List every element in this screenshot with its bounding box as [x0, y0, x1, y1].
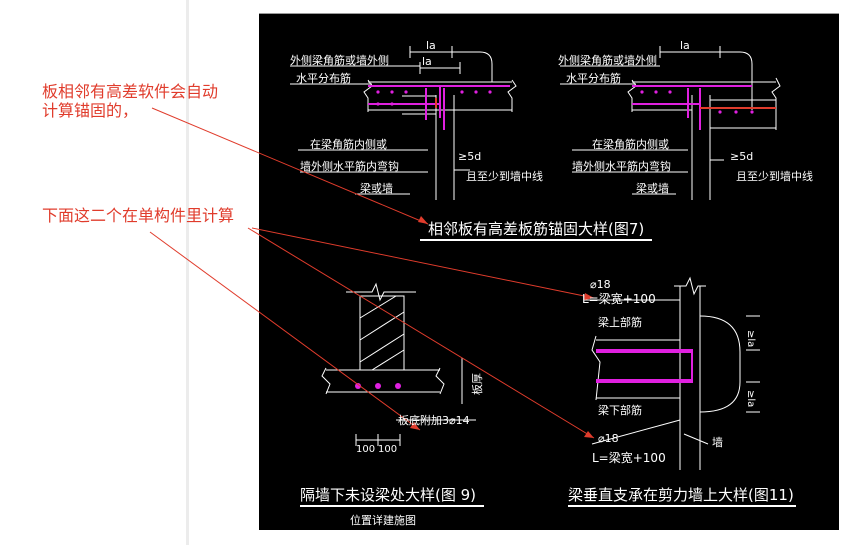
annotation-note-2: 下面这二个在单构件里计算: [42, 206, 235, 225]
annotation-arrows: [149, 107, 595, 439]
detail11: [584, 276, 760, 470]
d7r-to-center: 且至少到墙中线: [736, 169, 813, 183]
d7r-five-d: ≥5d: [730, 150, 753, 163]
d7l-inner-1: 在梁角筋内侧或: [310, 137, 387, 151]
d11-bottom-bar: ⌀18: [598, 432, 619, 445]
arrowheads: [410, 216, 594, 438]
detail9-title: 隔墙下未设梁处大样(图 9): [300, 486, 476, 504]
d7l-horizontal-bar: 水平分布筋: [296, 71, 351, 85]
d7r-outer-beam: 外侧梁角筋或墙外侧: [558, 53, 657, 67]
d7l-five-d: ≥5d: [458, 150, 481, 163]
d9-dim-left: 100: [356, 444, 375, 455]
detail7-right-rebar-dots: [640, 90, 754, 114]
detail7-title: 相邻板有高差板筋锚固大样(图7): [428, 220, 644, 238]
d9-dim-right: 100: [378, 444, 397, 455]
d7l-inner-2: 墙外侧水平筋内弯钩: [300, 159, 399, 173]
d7r-inner-1: 在梁角筋内侧或: [592, 137, 669, 151]
detail7-right: [560, 46, 781, 200]
detail7-left-rebar: [368, 85, 510, 130]
detail9: [321, 282, 476, 446]
detail7-left-rebar-dots: [376, 90, 492, 106]
annotation-note-1-line-2: 计算锚固的，: [42, 101, 139, 120]
d11-wall: 墙: [712, 435, 723, 449]
d9-extra-bar: 板底附加3⌀14: [398, 413, 470, 427]
d7l-la-mid: la: [422, 55, 432, 68]
detail11-rebar: [596, 349, 693, 383]
d11-la-bottom: ≥la: [745, 390, 756, 407]
d11-top-length: L=梁宽+100: [582, 291, 656, 306]
detail9-subtitle: 位置详建施图: [350, 513, 416, 527]
d7r-inner-2: 墙外侧水平筋内弯钩: [572, 159, 671, 173]
d7l-to-center: 且至少到墙中线: [466, 169, 543, 183]
d7l-outer-beam: 外侧梁角筋或墙外侧: [290, 53, 389, 67]
d7r-horizontal-bar: 水平分布筋: [566, 71, 621, 85]
d9-slab-thickness: 板厚: [470, 373, 484, 395]
left-blank-panel: [0, 0, 187, 545]
d11-beam-bottom-bar: 梁下部筋: [598, 403, 642, 417]
detail11-title: 梁垂直支承在剪力墙上大样(图11): [568, 486, 794, 504]
panel-divider: [186, 0, 189, 545]
d7r-la-top: la: [680, 39, 690, 52]
detail9-rebar: [355, 383, 401, 389]
d7l-la-top: la: [426, 39, 436, 52]
d11-bottom-length: L=梁宽+100: [592, 450, 666, 465]
cad-text: 外侧梁角筋或墙外侧 水平分布筋 la la 在梁角筋内侧或 墙外侧水平筋内弯钩 …: [290, 39, 813, 527]
d11-la-top: ≥la: [745, 330, 756, 347]
annotation-note-1-line-1: 板相邻有高差软件会自动: [42, 82, 219, 101]
d7l-beam-wall: 梁或墙: [360, 181, 393, 195]
d11-top-bar: ⌀18: [590, 278, 611, 291]
d7r-beam-wall: 梁或墙: [636, 181, 669, 195]
d11-beam-top-bar: 梁上部筋: [598, 315, 642, 329]
